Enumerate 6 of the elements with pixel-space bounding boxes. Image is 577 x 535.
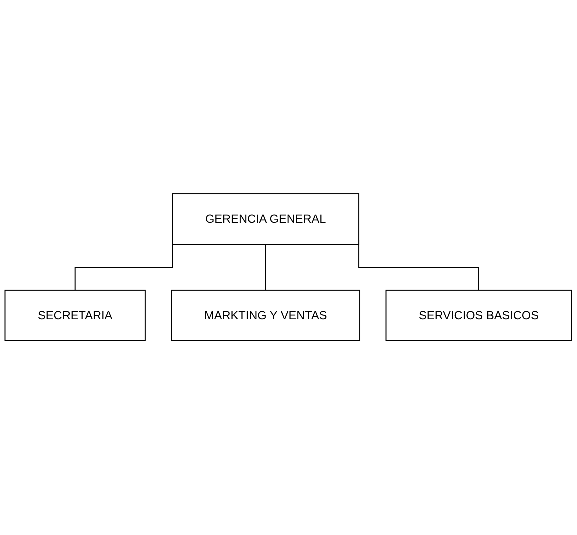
node-box: MARKTING Y VENTAS — [171, 290, 360, 342]
connector — [265, 244, 266, 291]
node-box: SECRETARIA — [4, 290, 146, 342]
connector — [74, 242, 174, 291]
node-box: GERENCIA GENERAL — [172, 194, 360, 246]
node-box: SERVICIOS BASICOS — [386, 290, 572, 342]
